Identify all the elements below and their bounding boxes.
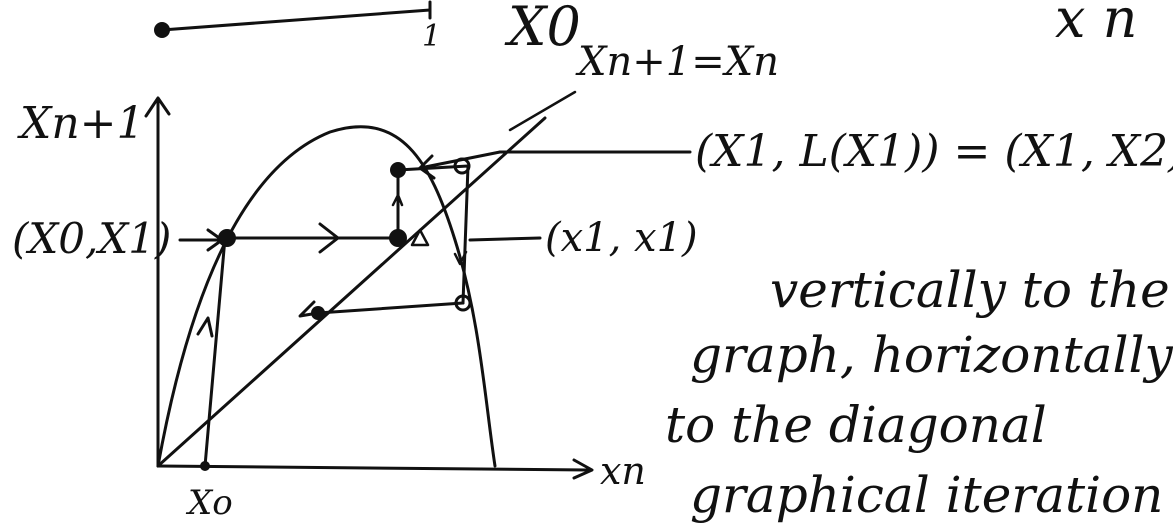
point-x3-x3 (311, 306, 325, 320)
point-x0x1-label: (X0,X1) (12, 214, 172, 263)
point-x1x1-label: (x1, x1) (545, 215, 698, 261)
point-x1-L-label: (X1, L(X1)) = (X1, X2) (695, 126, 1173, 177)
cobweb-small-up-arrow (391, 193, 404, 207)
x0-tick-dot (200, 461, 210, 471)
cobweb-vertical-x0 (203, 236, 227, 468)
pointer-to-x1x1 (468, 236, 542, 242)
point-x1-x1 (389, 229, 407, 247)
diagonal-label-pointer (508, 90, 577, 132)
cobweb-vertical-3 (461, 164, 470, 305)
x-axis-arrow (572, 458, 594, 480)
x0-tick-label: Xo (188, 483, 233, 523)
note-line-1: vertically to the (770, 261, 1170, 319)
point-x1-x2 (390, 162, 406, 178)
top-x0-label: X0 (508, 0, 581, 58)
point-x2-x2-open (453, 157, 471, 175)
point-x2-x3-open (454, 294, 472, 312)
delta-mark (410, 228, 430, 247)
top-line-endpoint (154, 22, 170, 38)
note-line-4: graphical iteration (690, 466, 1164, 524)
top-tick-label: 1 (422, 19, 442, 54)
diagonal-equation-label: Xn+1=Xn (578, 39, 779, 85)
x-axis (156, 464, 590, 472)
cobweb-right-arrow (318, 222, 340, 254)
cobweb-entry-arrow (178, 228, 224, 252)
top-number-line (160, 8, 432, 32)
note-line-2: graph, horizontally (690, 326, 1173, 384)
y-axis-label: Xn+1 (20, 98, 145, 149)
top-xn-fragment: x n (1055, 0, 1138, 50)
cobweb-up-arrow (196, 316, 214, 338)
diagonal-line (156, 116, 547, 468)
logistic-parabola (156, 125, 497, 468)
cobweb-horizontal-3 (316, 301, 465, 315)
y-axis-arrow (144, 96, 171, 118)
point-x0-x1 (218, 229, 236, 247)
cobweb-down-arrow (453, 250, 468, 266)
note-line-3: to the diagonal (665, 396, 1047, 454)
x-axis-label: xn (600, 449, 646, 493)
